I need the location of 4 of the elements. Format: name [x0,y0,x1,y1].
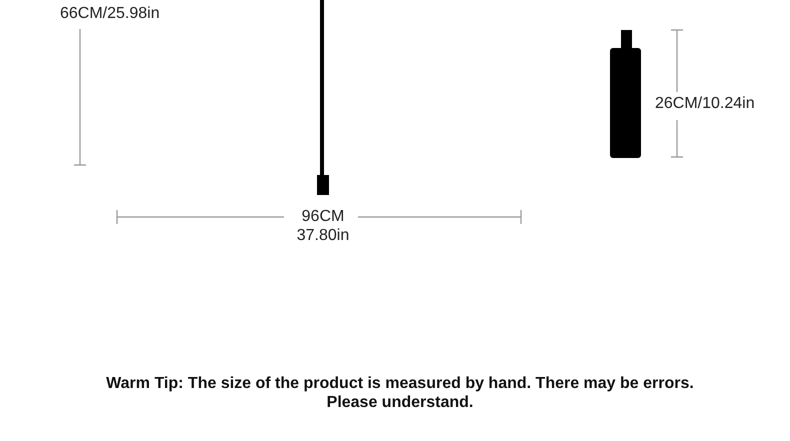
dimension-label: 26CM/10.24in [655,94,756,113]
dimension-label: 96CM 37.80in [296,207,350,245]
note-text: Warm Tip: The size of the product is measured by hand. There may be errors. Please understand. [105,374,695,412]
dimension-label: 66CM/25.98in [60,4,161,23]
